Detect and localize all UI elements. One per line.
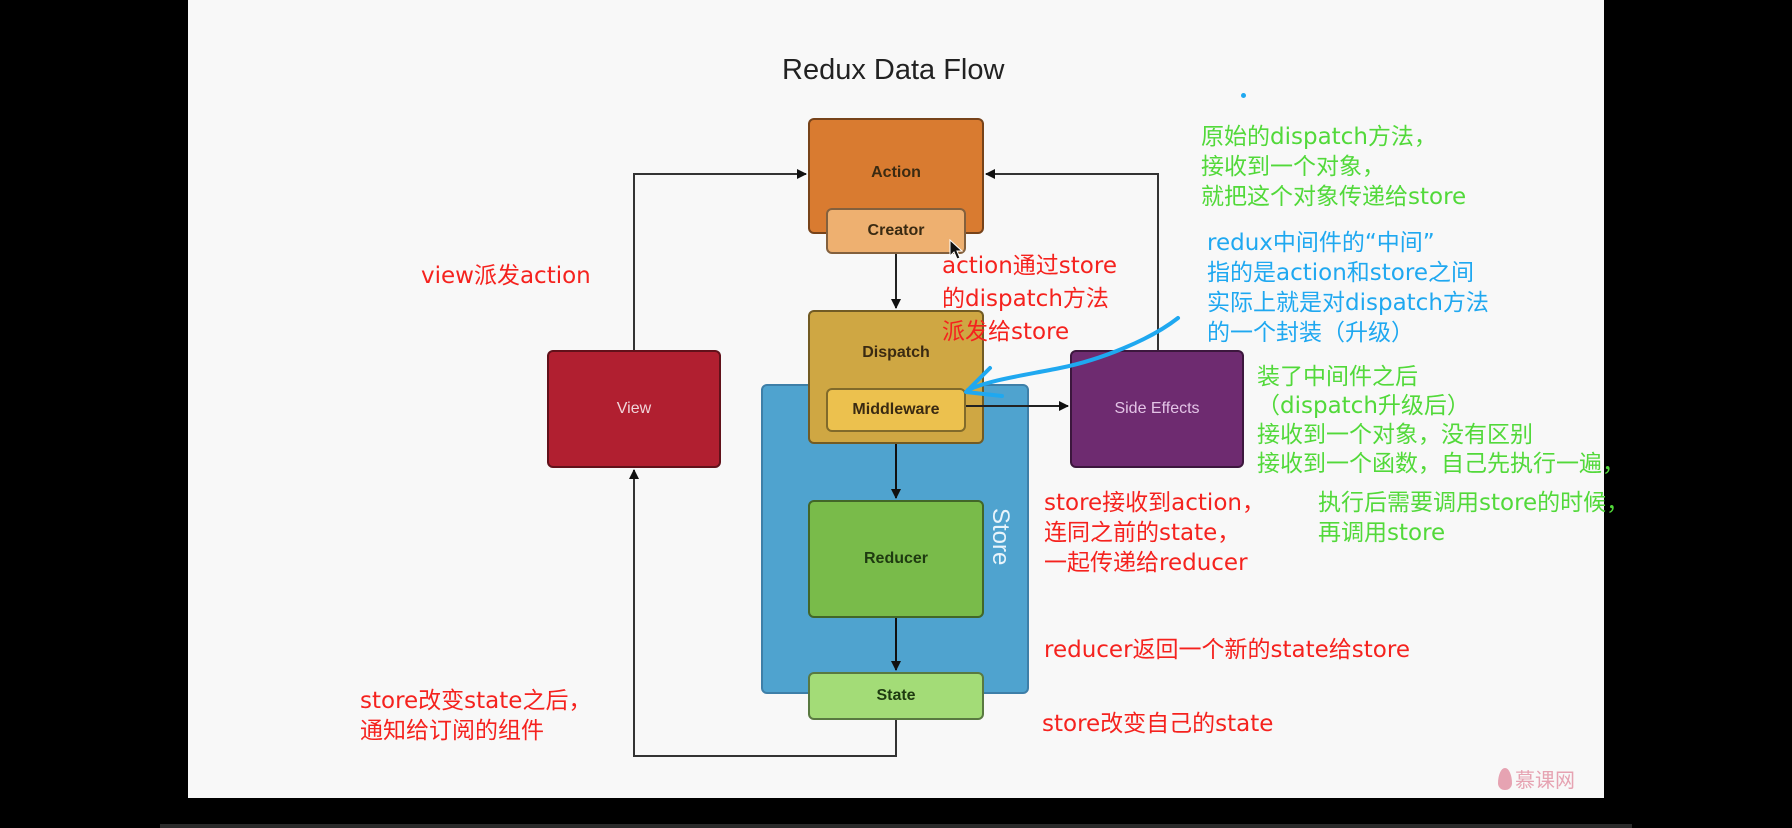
note-store-change: store改变自己的state: [1042, 710, 1273, 738]
note-view-dispatch: view派发action: [421, 262, 591, 290]
note-line: store改变自己的state: [1042, 711, 1274, 737]
note-store-receive: store接收到action， 连同之前的state， 一起传递给reducer: [1044, 488, 1265, 578]
note-line: reducer返回一个新的state给store: [1044, 637, 1410, 663]
note-line: 的一个封装（升级）: [1207, 320, 1414, 346]
side-effects-label: Side Effects: [1114, 400, 1200, 417]
creator-label: Creator: [867, 222, 925, 239]
note-line: 执行后需要调用store的时候，: [1318, 490, 1630, 516]
action-label: Action: [871, 164, 921, 181]
state-label: State: [876, 687, 916, 704]
pen-dot: [1241, 93, 1246, 98]
note-line: 实际上就是对dispatch方法: [1207, 290, 1489, 316]
note-line: action通过store: [942, 253, 1117, 279]
note-reducer-return: reducer返回一个新的state给store: [1044, 636, 1410, 664]
note-line: 连同之前的state，: [1044, 520, 1241, 546]
note-action-via-store: action通过store 的dispatch方法 派发给store: [942, 250, 1117, 349]
note-line: 装了中间件之后: [1257, 364, 1418, 390]
creator-box: Creator: [826, 208, 966, 254]
dispatch-label: Dispatch: [862, 344, 930, 361]
note-line: 的dispatch方法: [942, 286, 1109, 312]
note-line: 通知给订阅的组件: [360, 718, 544, 744]
note-line: 就把这个对象传递给store: [1201, 184, 1467, 210]
view-label: View: [616, 400, 652, 417]
note-notify: store改变state之后， 通知给订阅的组件: [360, 686, 591, 746]
view-box: View: [547, 350, 721, 468]
note-line: 指的是action和store之间: [1207, 260, 1474, 286]
note-after-middleware: 装了中间件之后 （dispatch升级后） 接收到一个对象，没有区别 接收到一个…: [1257, 363, 1625, 479]
note-after-execute: 执行后需要调用store的时候， 再调用store: [1318, 488, 1629, 548]
reducer-label: Reducer: [863, 550, 929, 567]
state-box: State: [808, 672, 984, 720]
note-line: （dispatch升级后）: [1257, 393, 1470, 419]
flame-logo-icon: [1498, 767, 1512, 790]
note-line: 一起传递给reducer: [1044, 550, 1248, 576]
note-line: view派发action: [421, 263, 591, 289]
note-line: store接收到action，: [1044, 490, 1265, 516]
reducer-box: Reducer: [808, 500, 984, 618]
side-effects-box: Side Effects: [1070, 350, 1244, 468]
note-original-dispatch: 原始的dispatch方法， 接收到一个对象， 就把这个对象传递给store: [1201, 122, 1466, 212]
note-line: 派发给store: [942, 319, 1070, 345]
note-line: 接收到一个对象，: [1201, 154, 1385, 180]
note-line: 接收到一个函数，自己先执行一遍，: [1257, 451, 1625, 477]
diagram-title: Redux Data Flow: [782, 54, 1005, 86]
note-line: 再调用store: [1318, 520, 1446, 546]
note-middleware-meaning: redux中间件的“中间” 指的是action和store之间 实际上就是对di…: [1207, 228, 1489, 348]
middleware-box: Middleware: [826, 388, 966, 432]
note-line: redux中间件的“中间”: [1207, 230, 1435, 256]
note-line: store改变state之后，: [360, 688, 592, 714]
store-label: Store: [987, 508, 1014, 566]
watermark-text: 慕课网: [1515, 768, 1575, 792]
middleware-label: Middleware: [852, 401, 940, 418]
note-line: 接收到一个对象，没有区别: [1257, 422, 1533, 448]
note-line: 原始的dispatch方法，: [1201, 124, 1437, 150]
watermark: 慕课网: [1498, 764, 1575, 793]
video-progress-bar[interactable]: [160, 824, 1632, 828]
